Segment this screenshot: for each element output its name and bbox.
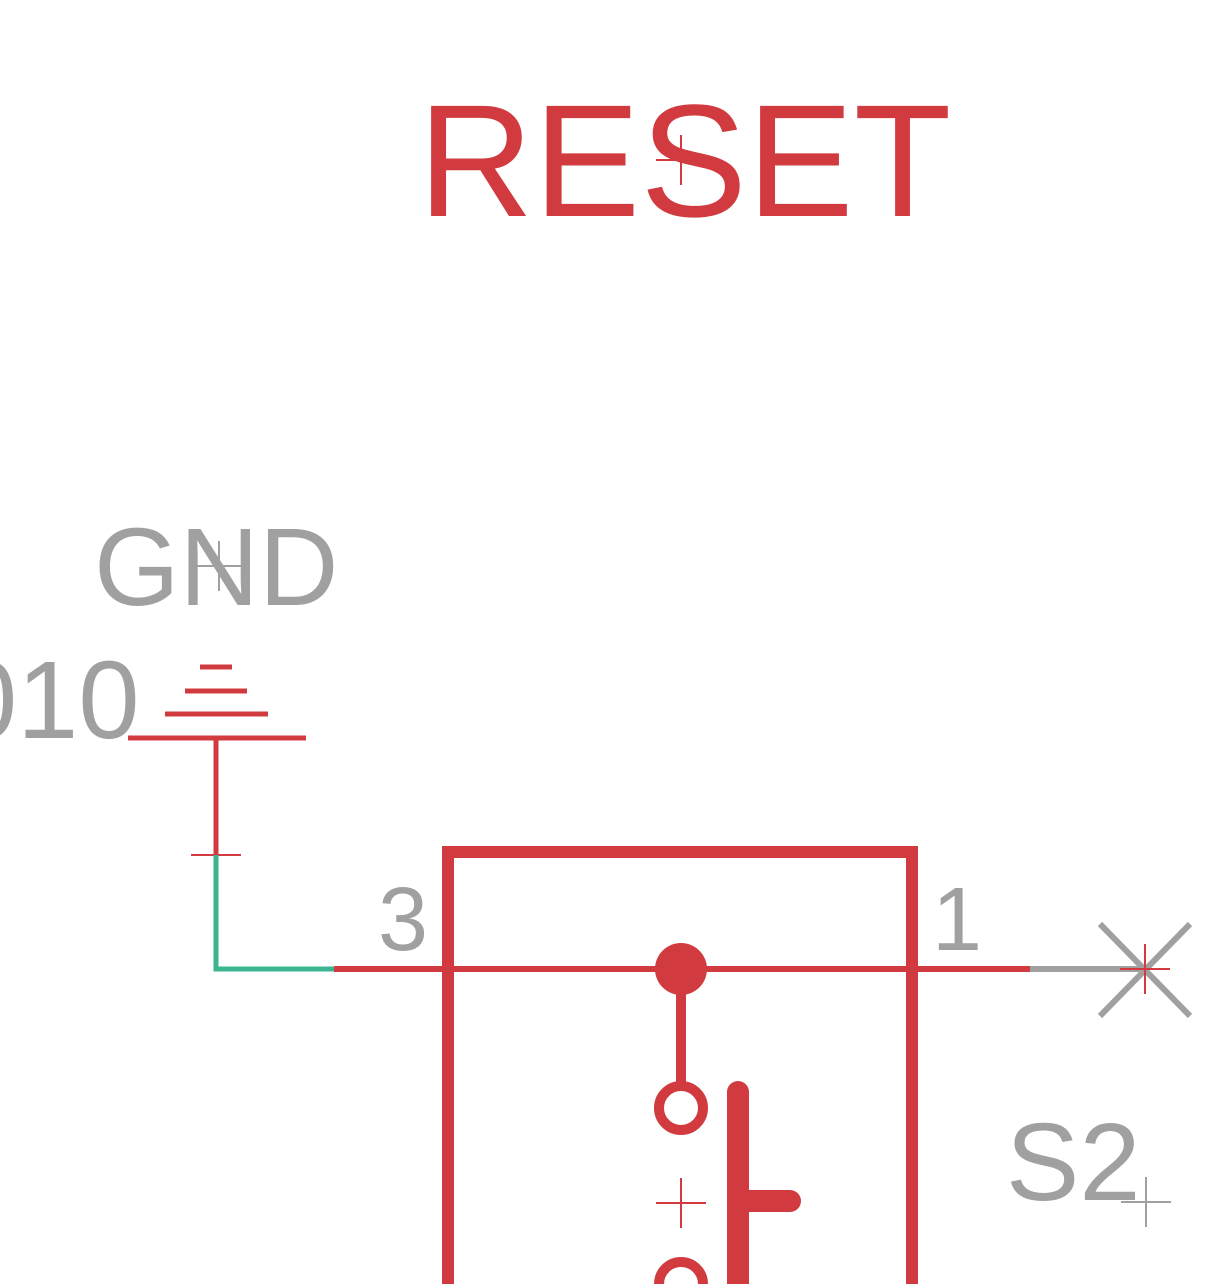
no-connect-origin-cross (1120, 944, 1170, 994)
switch-contact-top (654, 1081, 708, 1135)
pin-number-1: 1 (932, 870, 982, 970)
title-origin-cross (656, 135, 706, 185)
gnd-label-origin-cross (194, 541, 244, 591)
junction-dot (655, 943, 707, 995)
switch-ref-label: S2 (1006, 1101, 1141, 1224)
pin-number-3: 3 (378, 870, 428, 970)
gnd-label: GND (94, 506, 338, 629)
gnd-ref-label: 010 (0, 639, 140, 762)
gnd-wire[interactable] (213, 855, 334, 972)
switch-body-outline (442, 846, 918, 1284)
switch-origin-cross (656, 1178, 706, 1228)
ground-symbol (128, 664, 306, 855)
ref-origin-cross (1121, 1177, 1171, 1227)
switch-contact-bottom (654, 1257, 708, 1284)
